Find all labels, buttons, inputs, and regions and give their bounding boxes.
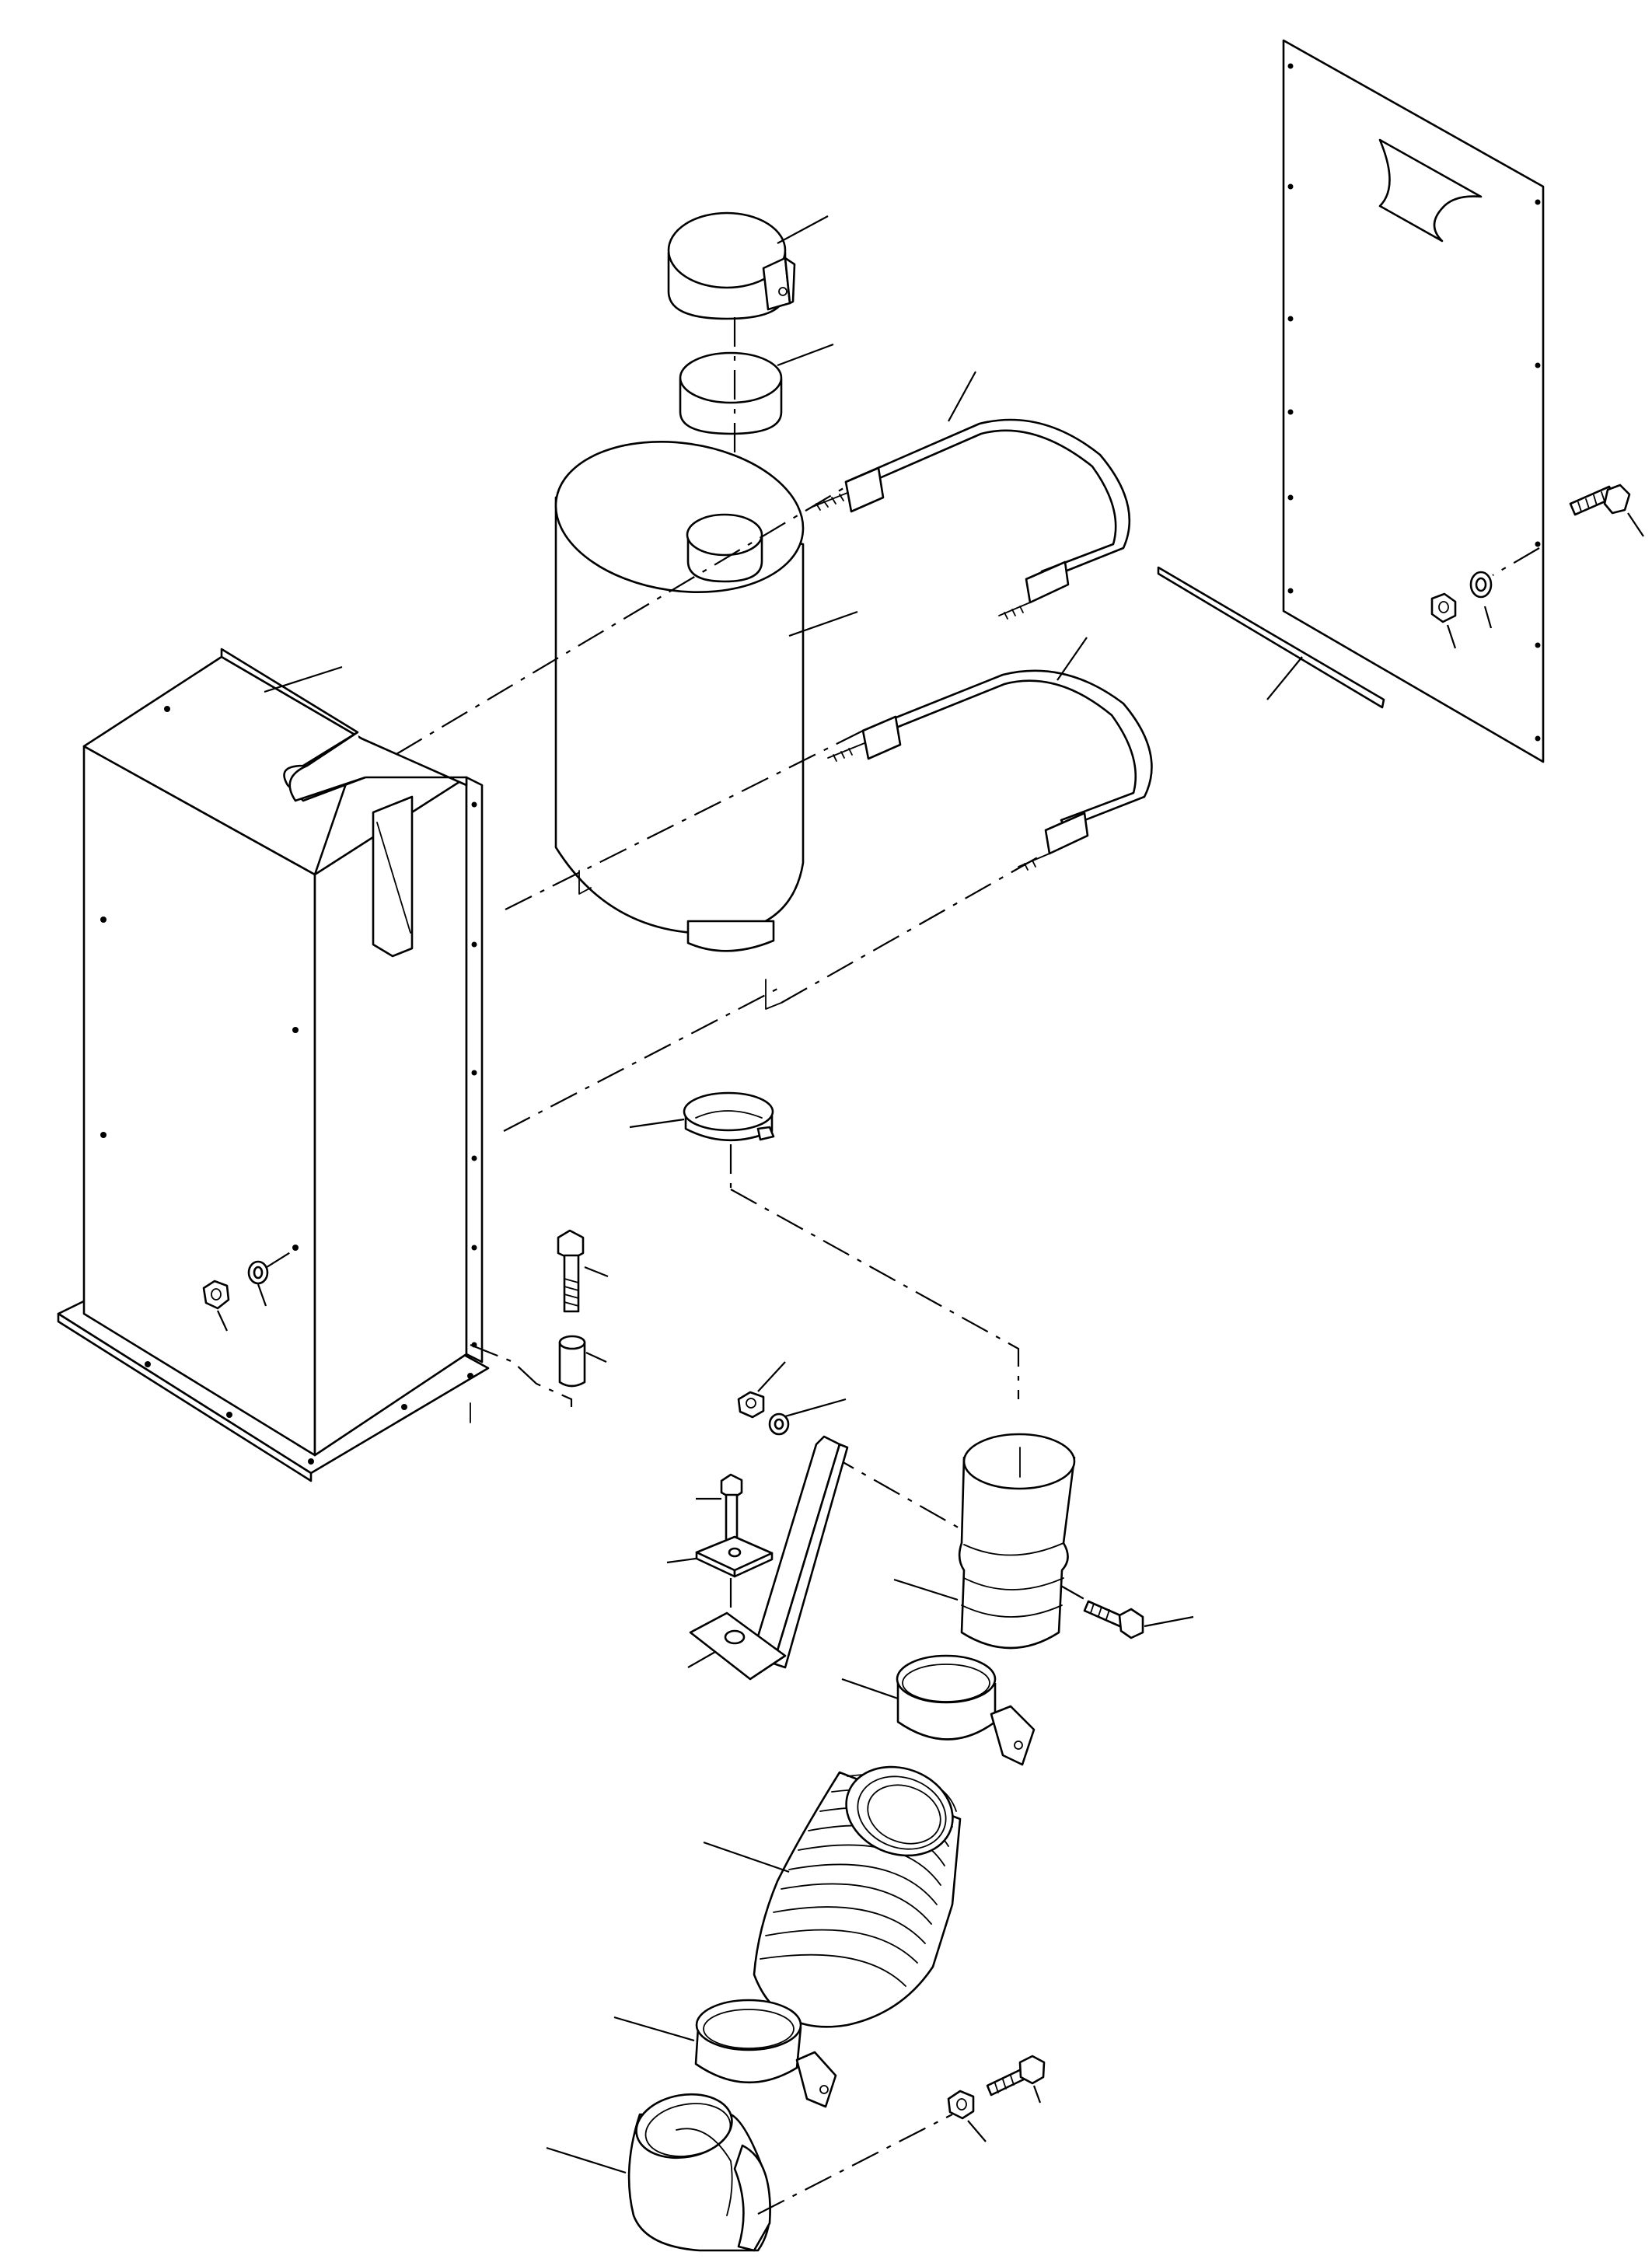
u-bolt-strap-upper (812, 371, 1131, 620)
muffler-housing (57, 648, 490, 1482)
lower-nut (947, 2090, 987, 2142)
inlet-elbow (546, 2093, 771, 2252)
rain-cap (667, 211, 829, 320)
mounting-bolt (557, 1229, 609, 1313)
reducer-elbow (893, 1433, 1076, 1650)
panel-cutout (1378, 138, 1483, 243)
panel-bolt (1569, 484, 1644, 537)
bracket-plate (666, 1535, 774, 1578)
support-bracket (689, 1435, 849, 1681)
bracket-nut (737, 1361, 786, 1419)
exhaust-adapter-top (679, 343, 834, 435)
gasket-strip (1157, 566, 1385, 709)
side-panel-right (1282, 39, 1545, 763)
flex-bellows (703, 1765, 962, 2028)
hose-clamp-lower (613, 1999, 837, 2108)
housing-washer (247, 1260, 269, 1307)
bracket-washer (768, 1398, 847, 1436)
housing-nut (202, 1280, 230, 1332)
panel-holes (1287, 63, 1541, 742)
outlet-clamp (629, 1091, 775, 1142)
muffler (554, 441, 858, 952)
spacer-tube (558, 1335, 607, 1388)
reducer-bolt (1083, 1600, 1194, 1639)
u-bolt-strap-lower (827, 637, 1153, 871)
hose-clamp-upper (841, 1654, 1036, 1766)
bracket-bolt (696, 1473, 743, 1543)
lower-bolt (986, 2055, 1046, 2104)
panel-washer (1469, 571, 1493, 629)
panel-nut (1430, 592, 1457, 649)
